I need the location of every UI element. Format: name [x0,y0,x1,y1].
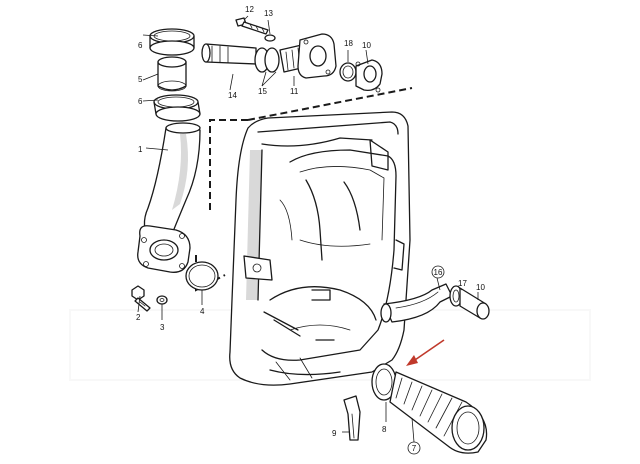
callout-16-circled: 16 [431,265,445,279]
callout-7-circled: 7 [407,441,421,455]
callout-6: 6 [138,41,143,50]
drive-housing [229,111,411,386]
callout-13: 13 [264,9,273,18]
callout-15: 15 [258,87,267,96]
bellows-assembly [343,363,488,454]
callout-17: 17 [458,279,467,288]
callout-7: 7 [412,444,417,453]
callout-12: 12 [245,5,254,14]
callout-6: 6 [138,97,143,106]
callout-labels: 6 5 6 1 2 3 4 12 13 14 15 11 18 10 10 17… [136,5,485,438]
callout-5: 5 [138,75,143,84]
callout-11: 11 [290,87,299,96]
callout-10: 10 [362,41,371,50]
callout-18: 18 [344,39,353,48]
callout-10: 10 [476,283,485,292]
water-pipe-assembly [201,17,383,93]
callout-8: 8 [382,425,387,434]
callout-9: 9 [332,429,337,438]
callout-16: 16 [434,268,443,277]
callout-1: 1 [138,145,143,154]
exhaust-hose-assembly [137,28,201,273]
o-ring-4 [185,261,219,291]
red-pointer-arrow [406,339,445,366]
callout-2: 2 [136,313,141,322]
bolt-and-washer [131,285,168,312]
callout-4: 4 [200,307,205,316]
callout-14: 14 [228,91,237,100]
leader-lines [137,15,479,443]
callout-3: 3 [160,323,165,332]
side-water-pipe [380,283,490,323]
